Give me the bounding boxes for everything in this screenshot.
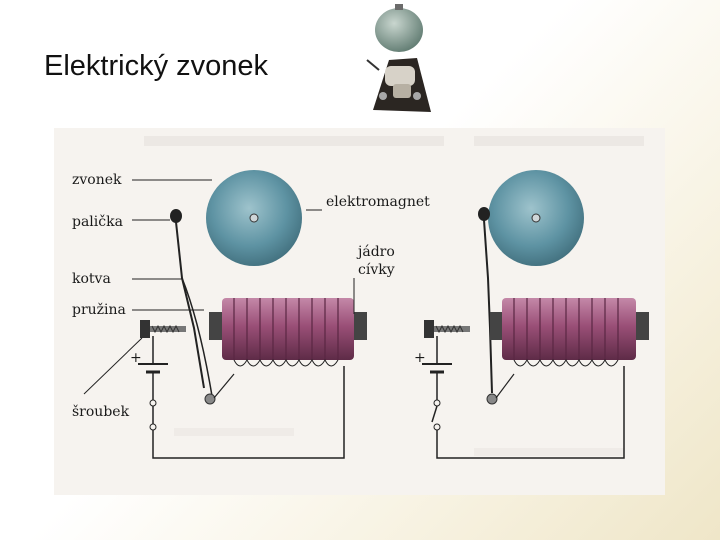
screw-left-icon bbox=[140, 320, 186, 338]
armature-pivot-left-icon bbox=[204, 393, 216, 405]
bell-diagram: + zvonek palička kotva pružina šroubek e… bbox=[54, 128, 665, 495]
label-pruzina: pružina bbox=[72, 302, 126, 318]
label-kotva: kotva bbox=[72, 271, 111, 287]
hammer-left-icon bbox=[170, 209, 182, 223]
battery-plus-left: + bbox=[130, 350, 142, 366]
hammer-right-icon bbox=[478, 207, 490, 221]
coil-left-icon bbox=[222, 298, 354, 360]
label-jadro: jádro bbox=[356, 244, 395, 260]
label-sroubek: šroubek bbox=[72, 403, 130, 420]
bell-photo bbox=[359, 0, 439, 128]
closed-circuit-diagram: + bbox=[130, 170, 367, 459]
coil-right-icon bbox=[502, 298, 636, 360]
armature-pivot-right-icon bbox=[486, 393, 498, 405]
photo-bell-dome-icon bbox=[375, 8, 423, 52]
screw-right-icon bbox=[424, 320, 470, 338]
label-elektromagnet: elektromagnet bbox=[326, 194, 430, 210]
label-zvonek: zvonek bbox=[72, 172, 122, 188]
battery-plus-right: + bbox=[414, 350, 426, 366]
label-palicka: palička bbox=[72, 214, 123, 230]
slide-title: Elektrický zvonek bbox=[44, 50, 269, 82]
open-circuit-diagram: + bbox=[414, 170, 649, 459]
label-civky: cívky bbox=[358, 262, 395, 278]
